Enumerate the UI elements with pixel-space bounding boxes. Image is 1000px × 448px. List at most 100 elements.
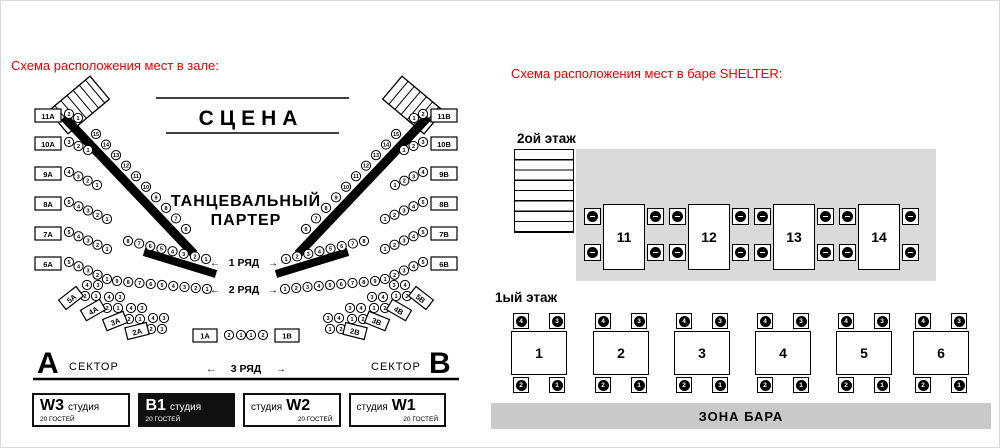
sector-box[interactable] <box>430 136 458 151</box>
seat[interactable] <box>333 312 345 324</box>
sector-box[interactable] <box>363 310 391 332</box>
seat[interactable] <box>902 208 919 225</box>
seat[interactable] <box>902 244 919 261</box>
sector-box[interactable] <box>430 256 458 271</box>
seat[interactable] <box>330 192 342 203</box>
seat[interactable] <box>73 261 84 272</box>
seat[interactable] <box>82 205 94 216</box>
seat[interactable] <box>150 192 162 203</box>
seat[interactable] <box>156 243 167 254</box>
seat[interactable]: 1 <box>874 377 890 393</box>
table-14[interactable]: 14 <box>858 204 900 270</box>
seat[interactable]: 3 <box>793 313 809 329</box>
seat[interactable] <box>389 179 401 191</box>
table-3[interactable]: 3 <box>674 331 730 375</box>
seat[interactable] <box>358 276 369 288</box>
seat[interactable]: 1 <box>712 377 728 393</box>
sector-box[interactable] <box>34 196 62 211</box>
seat[interactable] <box>73 171 84 182</box>
seat[interactable] <box>73 140 84 152</box>
seat[interactable] <box>122 235 134 247</box>
sector-box[interactable] <box>430 226 458 241</box>
table-1[interactable]: 1 <box>511 331 567 375</box>
seat[interactable] <box>136 302 148 314</box>
seat[interactable] <box>112 302 124 314</box>
seat[interactable] <box>417 226 429 238</box>
seat[interactable] <box>134 277 145 289</box>
seat[interactable] <box>325 243 336 254</box>
seat[interactable] <box>63 166 75 178</box>
seat[interactable] <box>379 243 391 255</box>
seat[interactable] <box>389 209 400 220</box>
seat[interactable] <box>322 312 334 324</box>
seat[interactable] <box>379 273 391 285</box>
seat[interactable] <box>417 256 429 268</box>
seat[interactable] <box>344 302 356 314</box>
seat[interactable] <box>114 291 126 303</box>
seat[interactable]: 1 <box>549 377 565 393</box>
seat[interactable] <box>310 213 322 224</box>
seat[interactable] <box>336 278 347 290</box>
seat[interactable] <box>92 269 103 280</box>
seat[interactable] <box>170 213 182 224</box>
seat[interactable] <box>63 196 75 208</box>
seat[interactable] <box>63 226 75 238</box>
seat[interactable]: 3 <box>874 313 890 329</box>
seat[interactable]: 2 <box>838 377 854 393</box>
seat[interactable] <box>82 144 94 156</box>
seat[interactable]: 4 <box>838 313 854 329</box>
seat[interactable] <box>110 150 122 161</box>
seat[interactable] <box>200 253 212 265</box>
sector-box[interactable] <box>101 310 129 332</box>
seat[interactable] <box>314 246 325 257</box>
table-4[interactable]: 4 <box>755 331 811 375</box>
seat[interactable] <box>399 279 411 291</box>
seat[interactable] <box>82 235 94 246</box>
seat[interactable] <box>63 256 75 268</box>
seat[interactable] <box>292 251 303 262</box>
seat[interactable] <box>368 302 380 314</box>
seat[interactable] <box>390 290 402 302</box>
seat[interactable] <box>754 208 771 225</box>
seat[interactable] <box>180 223 192 235</box>
seat[interactable] <box>100 139 112 150</box>
seat[interactable] <box>302 281 313 293</box>
sector-box[interactable] <box>430 196 458 211</box>
seat[interactable] <box>817 244 834 261</box>
seat[interactable]: 1 <box>793 377 809 393</box>
seat[interactable] <box>417 108 429 120</box>
seat[interactable] <box>389 239 400 250</box>
sector-box[interactable] <box>34 166 62 181</box>
seat[interactable]: 4 <box>757 313 773 329</box>
seat[interactable] <box>156 279 168 291</box>
seat[interactable] <box>380 139 392 150</box>
seat[interactable] <box>147 312 159 324</box>
seat[interactable] <box>82 175 93 186</box>
seat[interactable] <box>167 246 178 257</box>
seat[interactable] <box>408 171 419 182</box>
seat[interactable] <box>389 269 400 280</box>
seat[interactable]: 2 <box>757 377 773 393</box>
seat[interactable] <box>398 144 410 156</box>
sector-box[interactable] <box>34 108 62 123</box>
seat[interactable] <box>160 202 172 213</box>
seat[interactable] <box>647 208 664 225</box>
seat[interactable]: 4 <box>513 313 529 329</box>
seat[interactable] <box>103 291 115 303</box>
sector-box-1a[interactable] <box>192 328 218 343</box>
seat[interactable] <box>347 277 358 289</box>
seat[interactable] <box>140 181 152 192</box>
seat[interactable] <box>134 238 145 249</box>
seat[interactable] <box>101 243 113 255</box>
seat[interactable]: 2 <box>915 377 931 393</box>
seat[interactable] <box>81 279 93 291</box>
sector-box[interactable] <box>79 298 107 322</box>
sector-box-1b[interactable] <box>274 328 300 343</box>
seat[interactable] <box>324 323 336 335</box>
seat[interactable] <box>125 302 137 314</box>
seat[interactable] <box>817 208 834 225</box>
sector-box[interactable] <box>342 321 368 341</box>
sector-box[interactable] <box>34 226 62 241</box>
